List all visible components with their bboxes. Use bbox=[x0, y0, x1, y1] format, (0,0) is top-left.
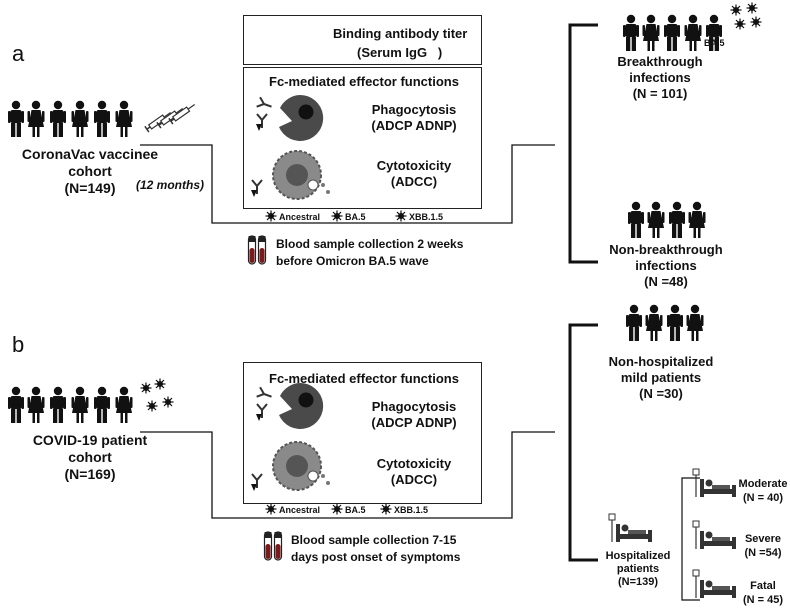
blood-line2: before Omicron BA.5 wave bbox=[276, 254, 429, 268]
moderate-title: Moderate bbox=[738, 478, 788, 490]
mild-line2: mild patients bbox=[620, 370, 702, 385]
blood-b-line2: days post onset of symptoms bbox=[291, 550, 461, 564]
blood-b-line1: Blood sample collection 7-15 bbox=[291, 533, 457, 547]
fc-title: Fc-mediated effector functions bbox=[269, 74, 459, 89]
panel-a-cohort-people bbox=[8, 100, 133, 137]
hospitalized-label: Hospitalized patients (N=139) bbox=[600, 550, 676, 589]
hospitalized-bracket bbox=[681, 477, 700, 601]
fatal-n: (N = 45) bbox=[742, 594, 784, 606]
cytotoxicity-line2: (ADCC) bbox=[390, 174, 438, 189]
panel-a-bracket bbox=[568, 23, 598, 264]
antibody-icon bbox=[255, 386, 275, 421]
variant-b-ancestral: Ancestral bbox=[279, 505, 321, 515]
phagocytosis-label: Phagocytosis (ADCP ADNP) bbox=[344, 102, 484, 134]
blood-line1: Blood sample collection 2 weeks bbox=[276, 237, 464, 251]
non-breakthrough-people bbox=[628, 201, 706, 238]
variant-b-xbb: XBB.1.5 bbox=[394, 505, 429, 515]
breakthrough-n: (N = 101) bbox=[632, 86, 688, 101]
binding-subtitle: (Serum IgG ) bbox=[357, 45, 443, 60]
mild-n: (N =30) bbox=[639, 386, 683, 401]
antibody-icon bbox=[251, 179, 263, 197]
panel-a-cohort-label: CoronaVac vaccinee cohort (N=149) bbox=[0, 146, 180, 197]
cytotoxicity-line1: Cytotoxicity bbox=[376, 158, 452, 173]
moderate-label: Moderate (N = 40) bbox=[736, 477, 790, 505]
panel-b-cohort-label: COVID-19 patient cohort (N=169) bbox=[0, 432, 180, 483]
cytotoxicity-b-line2: (ADCC) bbox=[390, 472, 438, 487]
severe-label: Severe (N =54) bbox=[736, 532, 790, 560]
interval-label: (12 months) bbox=[136, 178, 205, 192]
cohort-b-n: (N=169) bbox=[64, 466, 116, 482]
cohort-label-line2: cohort bbox=[68, 163, 112, 179]
panel-a-flow-line bbox=[140, 144, 555, 224]
mild-patients-label: Non-hospitalized mild patients (N =30) bbox=[596, 354, 726, 402]
binding-title: Binding antibody titer bbox=[333, 26, 468, 41]
cohort-label-line1: CoronaVac vaccinee bbox=[21, 146, 159, 162]
cohort-b-line1: COVID-19 patient bbox=[32, 432, 148, 448]
hosp-line2: patients bbox=[616, 563, 660, 575]
phagocytosis-b-line2: (ADCP ADNP) bbox=[371, 415, 457, 430]
non-breakthrough-line1: Non-breakthrough bbox=[609, 242, 723, 257]
cytotoxicity-b-line1: Cytotoxicity bbox=[376, 456, 452, 471]
blood-tube-icon bbox=[263, 531, 283, 561]
non-breakthrough-line2: infections bbox=[635, 258, 697, 273]
antibody-icon bbox=[255, 96, 275, 131]
syringe-icon bbox=[144, 100, 198, 133]
fatal-title: Fatal bbox=[750, 580, 776, 592]
breakthrough-line1: Breakthrough bbox=[617, 54, 703, 69]
cohort-b-line2: cohort bbox=[68, 449, 112, 465]
panel-b-letter: b bbox=[12, 332, 25, 357]
fatal-label: Fatal (N = 45) bbox=[736, 579, 790, 607]
virus-icon bbox=[729, 1, 763, 31]
phagocytosis-label-b: Phagocytosis (ADCP ADNP) bbox=[344, 399, 484, 431]
virus-label: BA.5 bbox=[704, 38, 725, 48]
variant-b-ba5: BA.5 bbox=[345, 505, 366, 515]
fc-functions-box-b: Fc-mediated effector functions Phagocyto… bbox=[243, 362, 482, 504]
breakthrough-line2: infections bbox=[629, 70, 691, 85]
breakthrough-label: Breakthrough infections (N = 101) bbox=[600, 54, 720, 102]
fc-functions-box-a: Fc-mediated effector functions Phagocyto… bbox=[243, 67, 482, 209]
hosp-line1: Hospitalized bbox=[605, 550, 671, 562]
hosp-n: (N=139) bbox=[617, 576, 659, 588]
phagocytosis-b-line1: Phagocytosis bbox=[371, 399, 457, 414]
panel-a-letter: a bbox=[12, 41, 25, 66]
mild-line1: Non-hospitalized bbox=[608, 354, 714, 369]
severe-n: (N =54) bbox=[744, 547, 782, 559]
cytotoxicity-label-b: Cytotoxicity (ADCC) bbox=[344, 456, 484, 488]
antibody-icon bbox=[251, 473, 263, 491]
panel-b-flow-line bbox=[140, 431, 555, 519]
blood-collection-label-a: Blood sample collection 2 weeks before O… bbox=[276, 236, 463, 270]
phagocytosis-line2: (ADCP ADNP) bbox=[371, 118, 457, 133]
variant-xbb: XBB.1.5 bbox=[409, 212, 444, 222]
cytotoxicity-label: Cytotoxicity (ADCC) bbox=[344, 158, 484, 190]
fc-title-b: Fc-mediated effector functions bbox=[269, 371, 459, 386]
moderate-n: (N = 40) bbox=[742, 492, 784, 504]
binding-antibody-box: Binding antibody titer (Serum IgG ) bbox=[243, 15, 482, 65]
virus-icon bbox=[139, 377, 175, 413]
panel-b-bracket bbox=[568, 323, 598, 562]
variant-ba5: BA.5 bbox=[345, 212, 366, 222]
non-breakthrough-label: Non-breakthrough infections (N =48) bbox=[596, 242, 736, 290]
cohort-n: (N=149) bbox=[64, 180, 116, 196]
severe-title: Severe bbox=[744, 533, 782, 545]
blood-tube-icon bbox=[247, 235, 267, 265]
variant-ancestral: Ancestral bbox=[279, 212, 321, 222]
non-breakthrough-n: (N =48) bbox=[644, 274, 688, 289]
phagocytosis-line1: Phagocytosis bbox=[371, 102, 457, 117]
mild-patients-people bbox=[626, 304, 704, 341]
panel-b-cohort-people bbox=[8, 386, 133, 423]
blood-collection-label-b: Blood sample collection 7-15 days post o… bbox=[291, 532, 460, 566]
